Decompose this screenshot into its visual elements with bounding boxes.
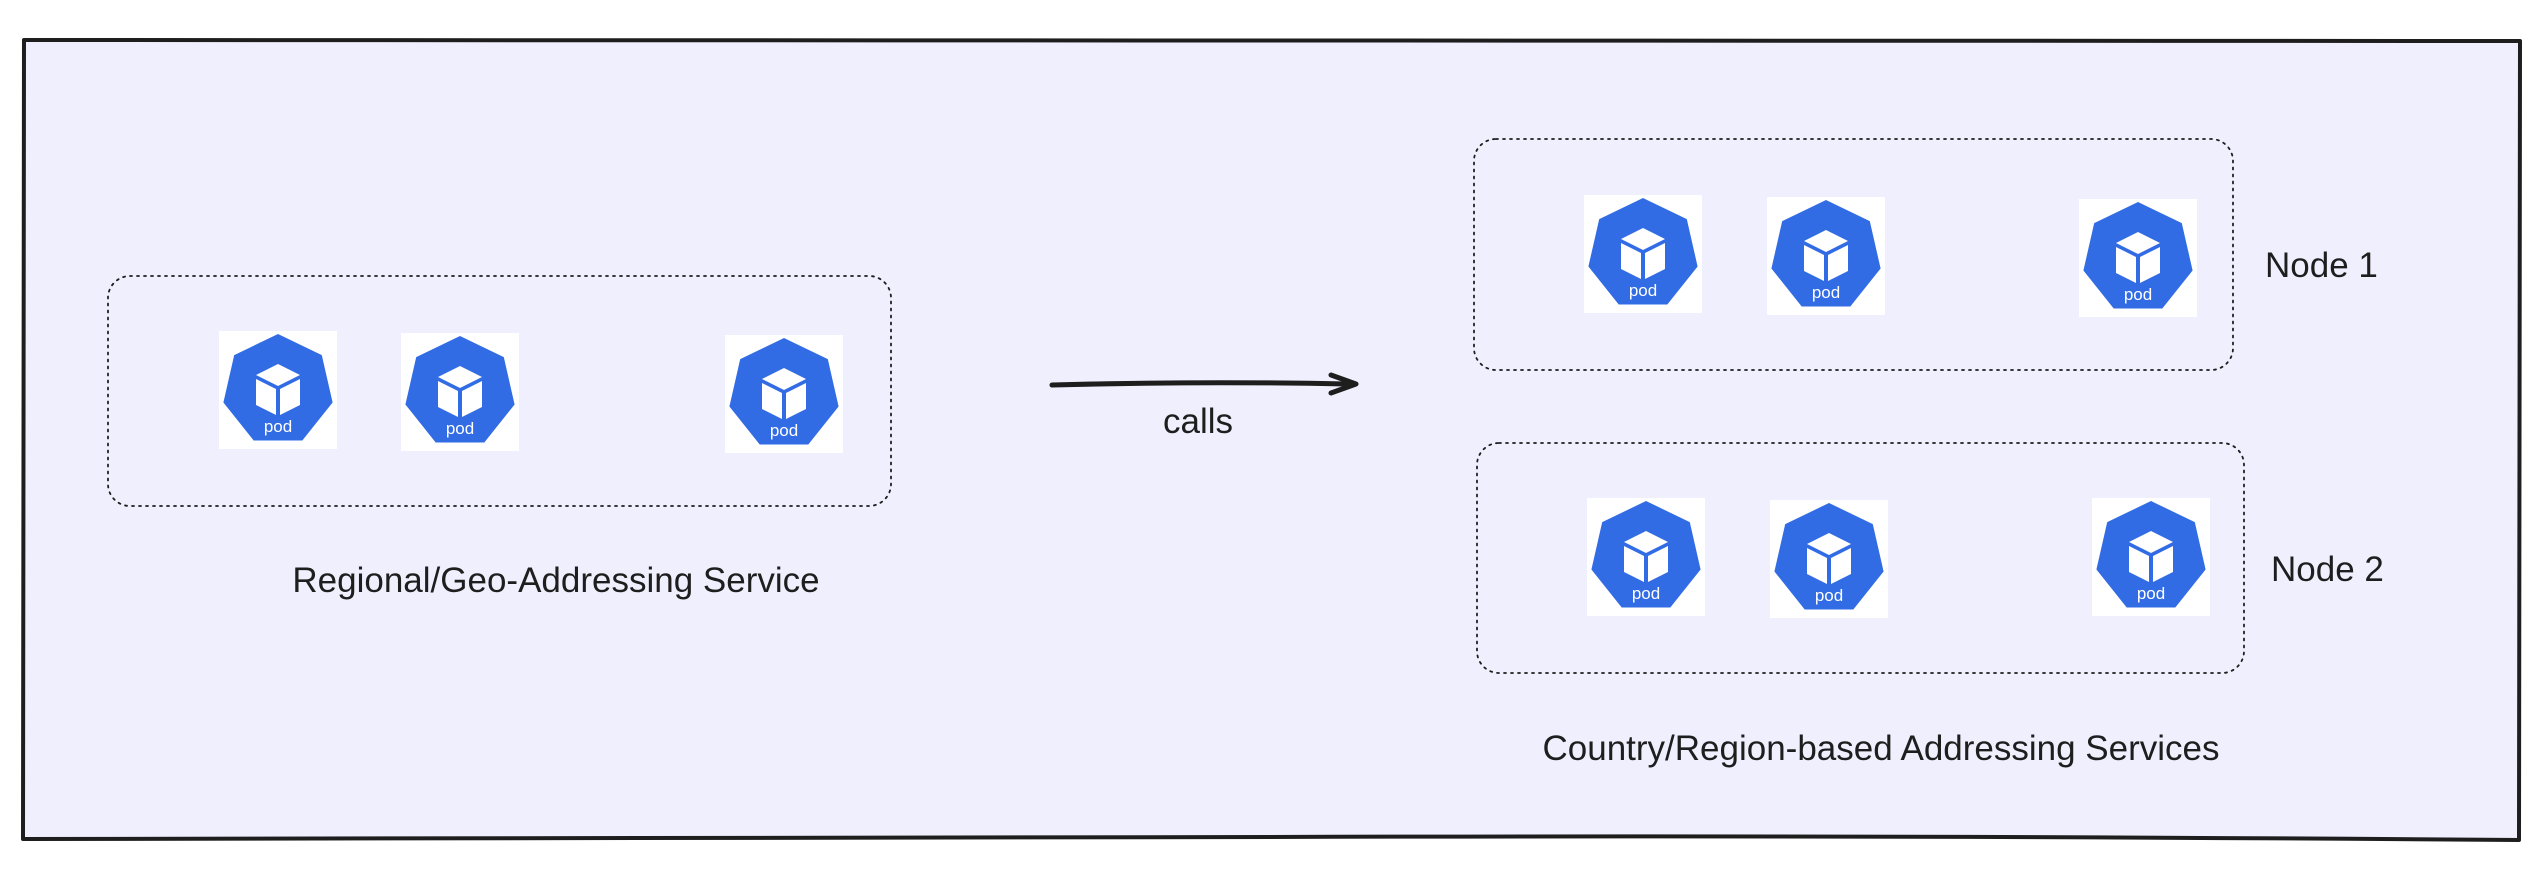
node-1-pod-2: pod [1767, 197, 1885, 315]
pod-label: pod [2137, 584, 2165, 603]
node-1-pod-3: pod [2079, 199, 2197, 317]
source-group-label: Regional/Geo-Addressing Service [292, 561, 819, 600]
pod-label: pod [1815, 586, 1843, 605]
node-1-boundary [1473, 138, 2234, 371]
edge-label: calls [1163, 402, 1233, 441]
source-pod-3: pod [725, 335, 843, 453]
pod-label: pod [446, 419, 474, 438]
pod-label: pod [1632, 584, 1660, 603]
target-pods: pod pod pod pod pod pod [1584, 195, 2210, 618]
target-group-label: Country/Region-based Addressing Services [1542, 729, 2219, 768]
node-2-pod-2: pod [1770, 500, 1888, 618]
node-1-label: Node 1 [2265, 246, 2378, 285]
pod-label: pod [2124, 285, 2152, 304]
pod-label: pod [264, 417, 292, 436]
pod-label: pod [1629, 281, 1657, 300]
pod-label: pod [1812, 283, 1840, 302]
node-2-pod-3: pod [2092, 498, 2210, 616]
outer-frame [21, 38, 2522, 842]
node-2-boundary [1476, 442, 2245, 674]
node-2-pod-1: pod [1587, 498, 1705, 616]
node-2-label: Node 2 [2271, 550, 2384, 589]
source-pod-1: pod [219, 331, 337, 449]
pod-label: pod [770, 421, 798, 440]
calls-arrow [1049, 372, 1359, 396]
node-1-pod-1: pod [1584, 195, 1702, 313]
source-pods: pod pod pod [219, 331, 843, 453]
source-pod-2: pod [401, 333, 519, 451]
